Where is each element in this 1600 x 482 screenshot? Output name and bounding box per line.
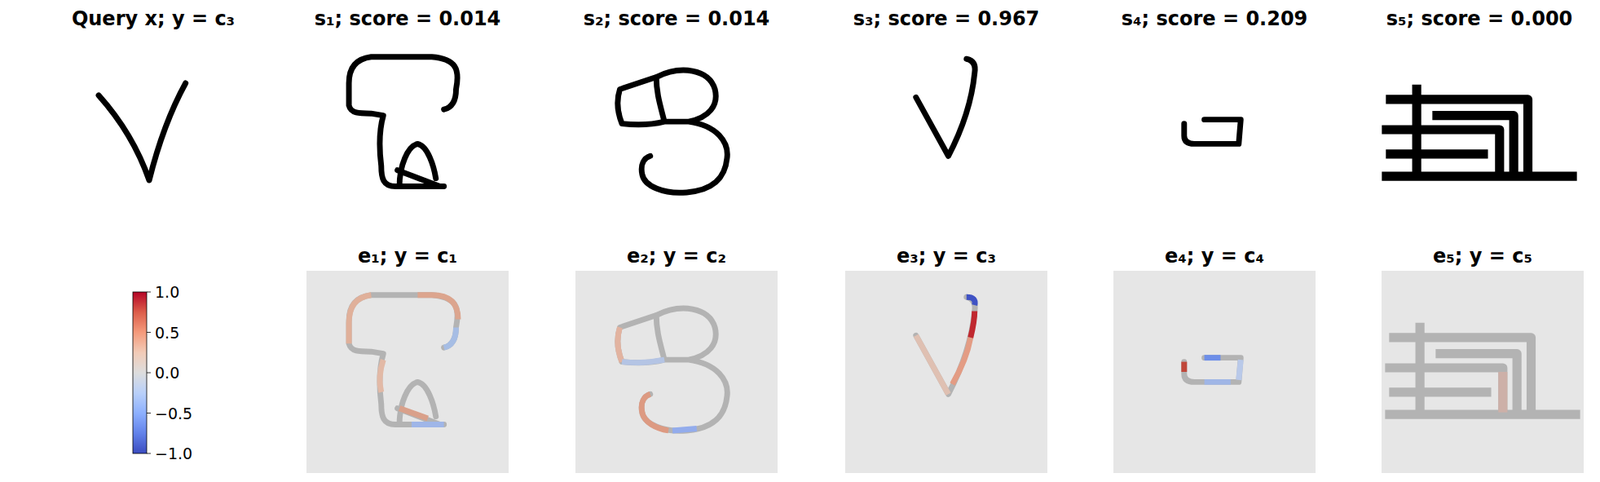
attribution-segment (444, 326, 457, 348)
panel-title: s₅; score = 0.000 (1386, 7, 1574, 31)
panel-title: e₄; y = c₄ (1164, 241, 1265, 271)
attribution-segment (952, 337, 970, 384)
tick-label: 0.0 (154, 363, 180, 382)
character-image (348, 57, 458, 187)
explanation-panel: e₄; y = c₄ (1113, 241, 1316, 473)
glyph-stroke (1184, 357, 1241, 383)
tick-label: 0.5 (154, 323, 180, 342)
attribution-segment (1204, 379, 1231, 385)
attribution-segment (916, 334, 949, 394)
heatmap-ground (1113, 270, 1316, 473)
panel-title: s₄; score = 0.209 (1121, 7, 1309, 31)
attribution-segment (1204, 354, 1221, 361)
glyph-stroke (348, 57, 458, 187)
attribution-segment (417, 295, 459, 320)
attribution-segment (970, 311, 975, 338)
glyph-stroke (1184, 119, 1241, 145)
heatmap-ground (575, 270, 778, 473)
attribution-segment (1498, 371, 1508, 413)
attribution-segment (379, 359, 384, 393)
panel-title: Query x; y = c₃ (71, 7, 235, 31)
character-image (617, 70, 728, 193)
tick-mark (146, 412, 151, 414)
attribution-segment (966, 296, 975, 305)
character-image (1386, 88, 1573, 177)
panel-title: s₂; score = 0.014 (583, 7, 771, 31)
explanation-panel: e₃; y = c₃ (845, 241, 1048, 473)
panel-title: e₂; y = c₂ (626, 241, 727, 271)
glyph-stroke (348, 295, 458, 425)
attribution-map (575, 270, 778, 473)
attribution-segment (641, 393, 669, 431)
glyph-stroke (1386, 88, 1573, 177)
attribution-segment (411, 421, 445, 428)
attribution-map (845, 270, 1048, 473)
glyph-stroke (1389, 326, 1576, 415)
explanation-panel: e₅; y = c₅ (1381, 241, 1584, 473)
panel-title: e₁; y = c₁ (357, 241, 458, 271)
heatmap-ground (845, 270, 1048, 473)
panel-title: e₅; y = c₅ (1432, 241, 1533, 271)
character-image (98, 83, 186, 181)
glyph-stroke (916, 296, 975, 394)
explanation-panel: e₁; y = c₁ (306, 241, 509, 473)
tick-mark (146, 372, 151, 374)
tick-mark (146, 291, 151, 293)
heatmap-ground (306, 270, 509, 473)
glyph-stroke (916, 58, 975, 156)
glyph-stroke (98, 83, 186, 181)
colorbar (132, 291, 147, 454)
heatmap-ground (1381, 270, 1584, 473)
attribution-segment (1238, 359, 1241, 380)
attribution-map (1381, 270, 1584, 473)
glyph-stroke (617, 308, 728, 431)
panel-title: s₁; score = 0.014 (314, 7, 502, 31)
attribution-segment (1181, 361, 1187, 372)
attribution-segment (621, 359, 665, 363)
attribution-segment (348, 295, 371, 344)
attribution-map (306, 270, 509, 473)
glyph-stroke (617, 70, 728, 193)
explanation-panel: e₂; y = c₂ (575, 241, 778, 473)
attribution-segment (399, 408, 428, 419)
character-image (1184, 119, 1241, 145)
panel-title: e₃; y = c₃ (896, 241, 997, 271)
tick-label: 1.0 (154, 282, 180, 301)
panel-title: s₃; score = 0.967 (853, 7, 1041, 31)
tick-label: −0.5 (154, 404, 193, 423)
character-image (916, 58, 975, 156)
attribution-map (1113, 270, 1316, 473)
tick-label: −1.0 (154, 444, 193, 463)
tick-mark (146, 453, 151, 454)
attribution-segment (617, 326, 622, 362)
tick-mark (146, 331, 151, 333)
attribution-segment (672, 427, 697, 430)
